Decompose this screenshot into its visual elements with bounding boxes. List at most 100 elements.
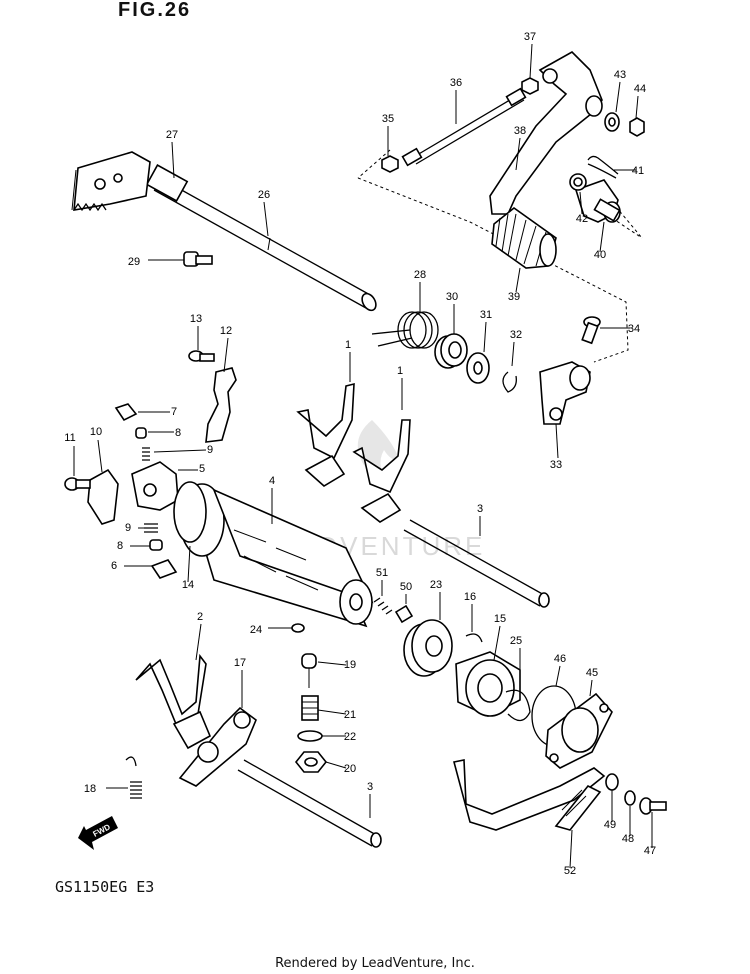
circlip-25 bbox=[505, 689, 531, 722]
pin-50 bbox=[394, 604, 414, 624]
callout-number-p46: 46 bbox=[554, 653, 566, 665]
leader-line-p14 bbox=[187, 545, 191, 583]
leader-line-p37 bbox=[529, 43, 533, 79]
callout-number-p34: 34 bbox=[628, 323, 640, 335]
washer-31 bbox=[466, 352, 490, 384]
callout-number-p8b: 8 bbox=[117, 540, 123, 552]
spring-9-upper bbox=[142, 447, 150, 461]
bolt-34 bbox=[581, 316, 601, 345]
leader-line-p52 bbox=[569, 829, 573, 869]
nut-20 bbox=[294, 751, 328, 773]
callout-number-p30: 30 bbox=[446, 291, 458, 303]
oil-seal-30 bbox=[434, 333, 468, 369]
callout-number-p3b: 3 bbox=[367, 781, 373, 793]
callout-number-p52: 52 bbox=[564, 865, 576, 877]
callout-number-p43: 43 bbox=[614, 69, 626, 81]
nut-44 bbox=[629, 117, 645, 137]
callout-number-p13: 13 bbox=[190, 313, 202, 325]
forward-direction-arrow: FWD bbox=[78, 816, 118, 850]
fork-shaft-3-upper bbox=[403, 519, 550, 608]
callout-number-p42: 42 bbox=[576, 213, 588, 225]
callout-number-p18: 18 bbox=[84, 783, 96, 795]
fork-shaft-3-lower bbox=[237, 759, 382, 848]
callout-number-p39: 39 bbox=[508, 291, 520, 303]
leader-line-p21 bbox=[317, 709, 347, 715]
bearing-cover-45 bbox=[545, 692, 613, 769]
o-ring-22 bbox=[297, 730, 323, 742]
bolt-47 bbox=[639, 797, 667, 815]
nut-37 bbox=[521, 77, 539, 95]
leader-line-p19 bbox=[317, 661, 347, 666]
leader-line-p26 bbox=[263, 201, 269, 237]
callout-number-p10: 10 bbox=[90, 426, 102, 438]
callout-number-p48: 48 bbox=[622, 833, 634, 845]
callout-number-p8a: 8 bbox=[175, 427, 181, 439]
leader-line-p33 bbox=[555, 423, 559, 459]
screw-13 bbox=[188, 350, 215, 362]
callout-number-p27: 27 bbox=[166, 129, 178, 141]
callout-number-p7: 7 bbox=[171, 406, 177, 418]
callout-number-p40: 40 bbox=[594, 249, 606, 261]
callout-number-p41: 41 bbox=[632, 165, 644, 177]
bolt-29 bbox=[183, 251, 213, 267]
shift-lever-52 bbox=[453, 759, 606, 831]
stopper-plate-12 bbox=[205, 367, 237, 443]
callout-number-p23: 23 bbox=[430, 579, 442, 591]
callout-number-p31: 31 bbox=[480, 309, 492, 321]
cam-driven-gear-5 bbox=[131, 461, 179, 511]
nut-35 bbox=[381, 155, 399, 173]
washer-42 bbox=[569, 173, 587, 191]
callout-number-p17: 17 bbox=[234, 657, 246, 669]
neutral-switch-19 bbox=[301, 653, 317, 688]
leader-line-p39 bbox=[515, 267, 521, 293]
gearshift-shaft-assembly bbox=[71, 151, 377, 312]
gearshift-cam-drum-4 bbox=[173, 481, 374, 628]
return-spring-28 bbox=[371, 311, 439, 349]
callout-number-p2: 2 bbox=[197, 611, 203, 623]
leader-line-p31 bbox=[483, 321, 487, 353]
leader-line-p32 bbox=[511, 341, 515, 367]
leader-line-p27 bbox=[171, 141, 175, 179]
screw-21 bbox=[301, 695, 319, 721]
leader-line-p9a bbox=[153, 449, 207, 453]
gearshift-lever-38 bbox=[489, 51, 603, 215]
shift-pedal-rubber-39 bbox=[491, 206, 557, 269]
cotter-pin-41 bbox=[587, 155, 619, 179]
cam-stopper-10 bbox=[87, 468, 119, 525]
shift-lever-clamp-33 bbox=[539, 361, 591, 425]
callout-number-p47: 47 bbox=[644, 845, 656, 857]
leader-line-p15 bbox=[493, 625, 501, 661]
plate-6 bbox=[150, 559, 178, 579]
callout-number-p22: 22 bbox=[344, 731, 356, 743]
leader-line-p20 bbox=[325, 761, 347, 769]
callout-number-p4: 4 bbox=[269, 475, 275, 487]
callout-number-p36: 36 bbox=[450, 77, 462, 89]
callout-number-p12: 12 bbox=[220, 325, 232, 337]
bearing-15 bbox=[455, 651, 521, 717]
model-code: GS1150EG E3 bbox=[55, 878, 155, 896]
callout-number-p33: 33 bbox=[550, 459, 562, 471]
circlip-16 bbox=[465, 633, 483, 643]
cam-pin-7 bbox=[114, 403, 138, 422]
leader-line-p40 bbox=[599, 221, 605, 253]
callout-number-p29: 29 bbox=[128, 256, 140, 268]
spring-9-lower bbox=[144, 523, 158, 533]
callout-number-p11: 11 bbox=[64, 432, 75, 444]
callout-number-p24: 24 bbox=[250, 624, 262, 636]
washer-43 bbox=[604, 112, 620, 132]
callout-number-p50: 50 bbox=[400, 581, 412, 593]
callout-number-p9a: 9 bbox=[207, 444, 213, 456]
callout-number-p37: 37 bbox=[524, 31, 536, 43]
leader-line-p2 bbox=[195, 623, 202, 661]
callout-number-p32: 32 bbox=[510, 329, 522, 341]
spring-18 bbox=[125, 756, 142, 799]
callouts: 1123345678899101112131415161718192021222… bbox=[64, 31, 656, 877]
leader-line-p43 bbox=[615, 81, 621, 113]
leader-line-p10 bbox=[97, 439, 103, 473]
callout-number-p26: 26 bbox=[258, 189, 270, 201]
callout-number-p28: 28 bbox=[414, 269, 426, 281]
callout-number-p38: 38 bbox=[514, 125, 526, 137]
callout-number-p45: 45 bbox=[586, 667, 598, 679]
washer-49 bbox=[605, 773, 619, 791]
